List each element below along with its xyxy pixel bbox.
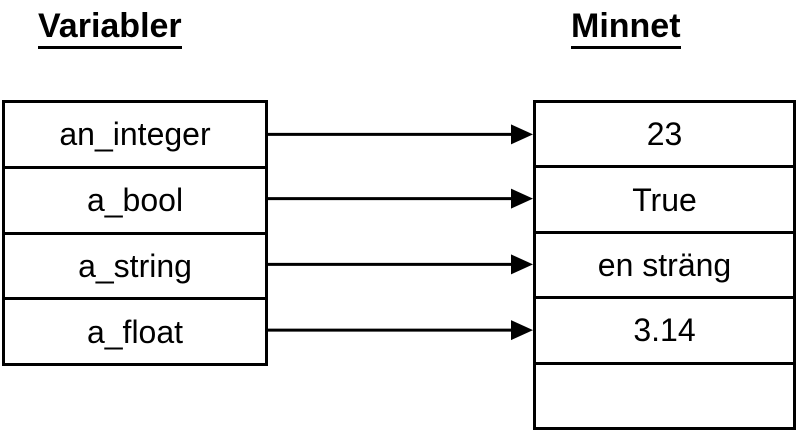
- memory-cell: 3.14: [536, 296, 793, 361]
- arrowhead-icon: [511, 124, 533, 145]
- arrowhead-icon: [511, 254, 533, 275]
- memory-cell: 23: [646, 116, 683, 153]
- memory-column-title: Minnet: [571, 7, 681, 50]
- arrow-connector: [268, 124, 533, 145]
- variable-cell: a_float: [5, 297, 265, 363]
- arrowhead-icon: [511, 188, 533, 209]
- variables-column-title: Variabler: [38, 7, 182, 50]
- arrow-connector: [268, 188, 533, 209]
- variable-cell: an_integer: [59, 116, 211, 153]
- arrow-connector: [268, 254, 533, 275]
- memory-cell: True: [536, 165, 793, 230]
- memory-cell: en sträng: [536, 230, 793, 296]
- variable-cell: a_string: [5, 231, 265, 298]
- variable-cell: a_bool: [5, 165, 265, 232]
- memory-cell: [536, 361, 793, 427]
- arrowhead-icon: [511, 320, 533, 341]
- arrow-connector: [268, 320, 533, 341]
